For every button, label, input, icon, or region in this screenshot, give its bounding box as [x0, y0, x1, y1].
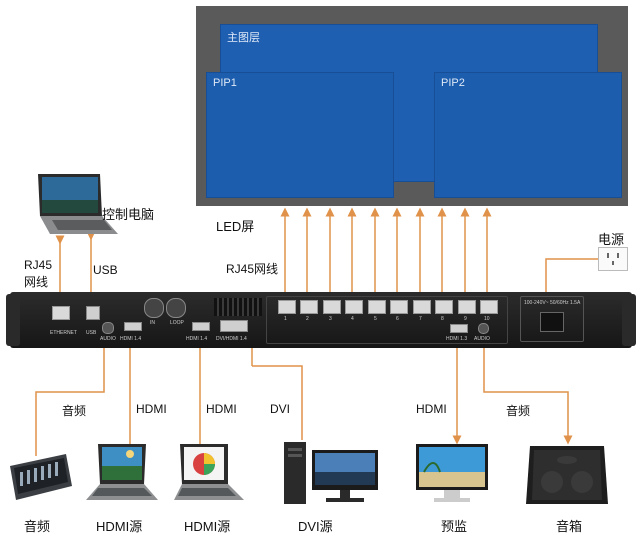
port-num-9: 9: [464, 316, 467, 322]
loop-connector: [166, 298, 186, 318]
port-num-7: 7: [419, 316, 422, 322]
led-screen-label: LED屏: [216, 219, 255, 234]
output-port-2: [300, 300, 318, 314]
control-pc-label: 控制电脑: [102, 207, 155, 222]
right-rack-ear: [622, 294, 636, 346]
loop-silk: LOOP: [170, 320, 184, 326]
power-rating-silk: 100-240V~ 50/60Hz 1.5A: [524, 300, 581, 306]
hdmi-source-label-1: HDMI源: [96, 519, 143, 534]
dvi-source-label: DVI源: [298, 519, 333, 534]
dvi-in-silk: DVI/HDMI 1.4: [216, 336, 247, 342]
pip1-layer: PIP1: [206, 72, 394, 198]
usb-silk: USB: [86, 330, 97, 336]
audio-in-port: [102, 322, 114, 334]
audio-source-label: 音频: [24, 519, 51, 534]
dvi-pc-icon: [284, 442, 378, 504]
output-port-3: [323, 300, 341, 314]
hdmi-source-label-2: HDMI源: [184, 519, 231, 534]
audio-out-port: [478, 323, 489, 334]
usb-port: [86, 306, 100, 320]
hdmi-in-silk-2: HDMI 1.4: [186, 336, 208, 342]
in-silk: IN: [150, 320, 155, 326]
audio-out-conn-label: 音频: [506, 404, 531, 418]
hdmi-in-silk-1: HDMI 1.4: [120, 336, 142, 342]
hdmi-out-conn-label: HDMI: [416, 402, 447, 416]
hdmi-in-port-2: [192, 322, 210, 331]
video-processor: ETHERNET USB AUDIO HDMI 1.4 IN LOOP HDMI…: [6, 292, 636, 348]
main-layer-label: 主图层: [227, 32, 260, 44]
port-num-6: 6: [396, 316, 399, 322]
audio-in-silk: AUDIO: [100, 336, 116, 342]
pip2-label: PIP2: [441, 77, 465, 89]
usb-label: USB: [93, 263, 118, 277]
output-port-bank: [266, 296, 508, 344]
port-num-3: 3: [329, 316, 332, 322]
power-outlet-icon: [598, 247, 628, 271]
power-wire: [541, 258, 598, 305]
output-port-4: [345, 300, 363, 314]
net-left-label: 网线: [24, 275, 49, 289]
led-screen: 主图层 PIP1 PIP2: [196, 6, 628, 206]
output-port-9: [458, 300, 476, 314]
laptop-icon: [38, 174, 118, 234]
pip1-label: PIP1: [213, 77, 237, 89]
mixer-icon: [10, 454, 72, 500]
audio-conn-label: 音频: [62, 404, 87, 418]
ethernet-port: [52, 306, 70, 320]
pip2-layer: PIP2: [434, 72, 622, 198]
power-inlet: [540, 312, 564, 332]
speaker-icon: [526, 446, 608, 504]
output-port-8: [435, 300, 453, 314]
monitor-label: 预监: [441, 519, 468, 534]
left-rack-ear: [6, 294, 20, 346]
hdmi-out-silk: HDMI 1.3: [446, 336, 468, 342]
dvi-in-port: [220, 320, 248, 332]
power-inlet-panel: [520, 296, 584, 342]
audio-out-wire: [483, 342, 573, 445]
dvi-in-wire-b: [252, 365, 303, 440]
ethernet-silk: ETHERNET: [50, 330, 77, 336]
speaker-label: 音箱: [556, 519, 583, 534]
power-label: 电源: [598, 232, 625, 247]
port-num-10: 10: [484, 316, 490, 322]
hdmi-laptop-icon-2: [174, 444, 244, 500]
output-port-10: [480, 300, 498, 314]
audio-out-silk: AUDIO: [474, 336, 490, 342]
output-port-5: [368, 300, 386, 314]
port-num-2: 2: [306, 316, 309, 322]
monitor-icon: [416, 444, 488, 502]
audio-in-wire: [35, 346, 105, 456]
output-port-1: [278, 300, 296, 314]
output-port-6: [390, 300, 408, 314]
rj45-left-label: RJ45: [24, 258, 53, 272]
rj45-outputs-label: RJ45网线: [226, 262, 279, 276]
dvi-conn-label: DVI: [270, 402, 291, 416]
hdmi-laptop-icon: [86, 444, 158, 500]
port-num-5: 5: [374, 316, 377, 322]
vent-grille: [214, 298, 262, 316]
hdmi-out-port: [450, 324, 468, 333]
port-num-4: 4: [351, 316, 354, 322]
hdmi-conn-label-1: HDMI: [136, 402, 167, 416]
hdmi-in-port-1: [124, 322, 142, 331]
in-connector: [144, 298, 164, 318]
output-port-7: [413, 300, 431, 314]
port-num-1: 1: [284, 316, 287, 322]
hdmi-conn-label-2: HDMI: [206, 402, 237, 416]
port-num-8: 8: [441, 316, 444, 322]
